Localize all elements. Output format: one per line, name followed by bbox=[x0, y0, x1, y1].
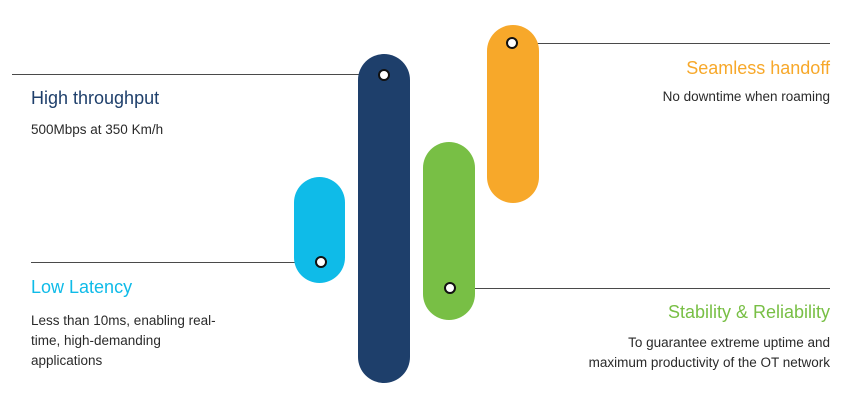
handoff-connector-line bbox=[512, 43, 830, 44]
handoff-marker-dot bbox=[506, 37, 518, 49]
handoff-pill bbox=[487, 25, 539, 203]
latency-description-line: Less than 10ms, enabling real- bbox=[31, 313, 216, 328]
handoff-title: Seamless handoff bbox=[686, 58, 830, 78]
latency-title: Low Latency bbox=[31, 277, 133, 297]
stability-description-line: maximum productivity of the OT network bbox=[588, 355, 830, 370]
latency-marker-dot bbox=[315, 256, 327, 268]
stability-connector-line bbox=[450, 288, 830, 289]
latency-description-line: time, high-demanding bbox=[31, 333, 161, 348]
throughput-connector-line bbox=[12, 74, 384, 75]
stability-title: Stability & Reliability bbox=[667, 302, 830, 322]
stability-marker-dot bbox=[444, 282, 456, 294]
stability-description: To guarantee extreme uptime and maximum … bbox=[589, 333, 830, 373]
stability-description-line: To guarantee extreme uptime and bbox=[628, 335, 830, 350]
throughput-marker-dot bbox=[378, 69, 390, 81]
latency-connector-line bbox=[31, 262, 321, 263]
latency-description-line: applications bbox=[31, 353, 103, 368]
throughput-title: High throughput bbox=[31, 88, 160, 108]
latency-description: Less than 10ms, enabling real- time, hig… bbox=[31, 311, 216, 371]
handoff-description: No downtime when roaming bbox=[662, 89, 830, 104]
throughput-description: 500Mbps at 350 Km/h bbox=[31, 122, 164, 137]
throughput-pill bbox=[358, 54, 410, 383]
